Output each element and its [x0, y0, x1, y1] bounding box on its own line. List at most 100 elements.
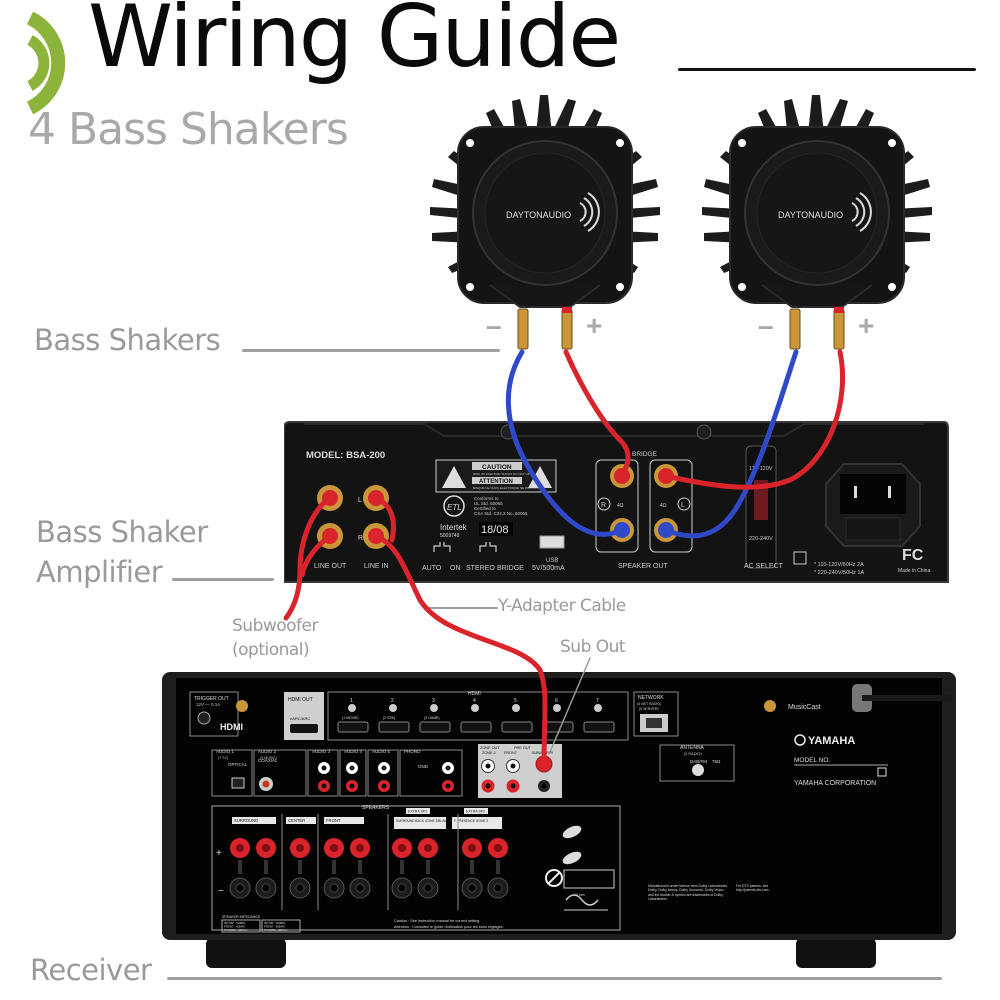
- hdmi-out-sub: eARC/ARC: [290, 716, 310, 721]
- speaker-terminal-pair[interactable]: [391, 838, 413, 899]
- hdmi-input-num: 1: [350, 698, 353, 704]
- amp-attention: ATTENTION: [479, 479, 513, 485]
- speaker-terminal-pair[interactable]: [289, 838, 311, 899]
- optical-port[interactable]: [231, 777, 245, 789]
- pre-out-subwoofer-label: SUBWOOFER: [532, 751, 554, 755]
- switch-on-label: ON: [450, 565, 461, 572]
- page-title: Wiring Guide: [88, 0, 621, 87]
- audio-group-box: [211, 749, 253, 797]
- speaker-out-r-minus[interactable]: [610, 518, 634, 542]
- amp-conforms-3: Certified to: [474, 506, 496, 511]
- network-sub2: (5 SERVER): [639, 707, 659, 711]
- hdmi-input-7[interactable]: [583, 704, 615, 733]
- dab-fm-connector[interactable]: [692, 764, 704, 776]
- hdmi-logo: HDMI: [220, 722, 243, 732]
- speaker-terminal-pair[interactable]: [417, 838, 439, 899]
- zone2-out-l[interactable]: [481, 759, 495, 773]
- audio-group-label: AUDIO 5: [372, 749, 391, 754]
- yamaha-tuning-fork-icon: [794, 734, 806, 746]
- impedance-title: SPEAKER IMPEDANCE: [222, 915, 261, 919]
- zone2-out-r[interactable]: [481, 779, 495, 793]
- pre-out-subwoofer-2[interactable]: [537, 779, 551, 793]
- bass-shaker-amplifier: MODEL: BSA-200 L R LINE OUT LINE IN CAUT…: [284, 421, 949, 583]
- audio-group-label: AUDIO 1: [216, 749, 235, 754]
- antenna-label: ANTENNA: [680, 745, 705, 751]
- rca-line-in-r[interactable]: [363, 523, 389, 549]
- hdmi-input-num: 5: [514, 698, 517, 704]
- pre-out-front-l[interactable]: [506, 759, 520, 773]
- speaker-terminal-pair[interactable]: [461, 838, 483, 899]
- speaker-out-r-plus[interactable]: [610, 464, 634, 488]
- audio-group-box: [307, 749, 339, 797]
- daytonaudio-logo-icon: [579, 192, 600, 232]
- amp-conforms-1: Conforms to: [474, 496, 499, 501]
- hdmi-input-num: 6: [555, 698, 558, 704]
- rca-input-l[interactable]: [442, 762, 454, 774]
- ac-select-switch[interactable]: [754, 480, 768, 520]
- impedance-2-a: SP IMP. : 8ΩMIN.: [264, 921, 286, 925]
- speaker-out-l-label: L: [681, 502, 685, 509]
- rca-input-r[interactable]: [442, 780, 454, 792]
- speaker-terminal-pair[interactable]: [487, 838, 509, 899]
- coaxial-label: COAXIAL: [258, 758, 278, 763]
- speakers-plus-sign: +: [216, 848, 222, 859]
- speaker-terminal-pair[interactable]: [229, 838, 251, 899]
- made-in: Made in China: [898, 568, 930, 574]
- trigger-jack[interactable]: [197, 711, 211, 725]
- label-amplifier-line1: Bass Shaker: [36, 515, 208, 549]
- speaker-out-r-label: R: [601, 502, 606, 509]
- pre-out-front-r[interactable]: [506, 779, 520, 793]
- hdmi-input-num: 2: [391, 698, 394, 704]
- wifi-antenna-connector[interactable]: [236, 700, 248, 712]
- title-rule: [678, 68, 976, 71]
- shaker-2-brand: DAYTONAUDIO: [778, 210, 843, 220]
- speaker-group-label: CENTER: [288, 818, 305, 823]
- switch-stereo-label: STEREO: [466, 565, 495, 572]
- coaxial-jack[interactable]: [259, 777, 273, 791]
- impedance-1-a: SP IMP. : 6ΩMIN.: [224, 921, 246, 925]
- rca-input-l[interactable]: [318, 762, 330, 774]
- speaker-terminal-pair[interactable]: [323, 838, 345, 899]
- rca-line-out-l[interactable]: [317, 485, 343, 511]
- amp-model: MODEL: BSA-200: [306, 450, 385, 461]
- speaker-group-tag: [394, 817, 446, 829]
- pre-out-label: PRE OUT: [514, 746, 532, 750]
- amp-conforms-2: UL Std. 60065: [474, 501, 503, 506]
- amp-date-code: 18/08: [481, 524, 509, 536]
- rca-input-r[interactable]: [346, 780, 358, 792]
- rca-input-l[interactable]: [346, 762, 358, 774]
- bass-shaker-2: DAYTONAUDIO – +: [701, 95, 933, 350]
- hdmi-group-label: HDMI: [468, 691, 481, 697]
- label-sub-out: Sub Out: [560, 637, 626, 657]
- dab-fm-label: DAB/FM: [690, 759, 707, 764]
- pre-out-subwoofer-1[interactable]: [535, 755, 553, 773]
- speaker-out-l-plus[interactable]: [654, 464, 678, 488]
- hdmi-input-1[interactable]: [337, 704, 369, 733]
- rca-input-r[interactable]: [378, 780, 390, 792]
- hdmi-input-num: 3: [432, 698, 435, 704]
- rca-input-l[interactable]: [378, 762, 390, 774]
- speaker-group-tag: [324, 817, 364, 824]
- receiver-foot-right: [796, 938, 876, 968]
- speaker-terminal-pair[interactable]: [255, 838, 277, 899]
- electric-shock-warning-icon: [442, 466, 466, 488]
- ohm75-label: 75Ω: [712, 759, 721, 764]
- rca-input-r[interactable]: [318, 780, 330, 792]
- impedance-2-c: OTHERS : 8ΩMIN.: [264, 928, 288, 932]
- etl-logo-icon: [443, 495, 465, 517]
- amp-rating-1: * 110-120V/60Hz 2A: [814, 562, 864, 568]
- rca-line-out-r[interactable]: [317, 523, 343, 549]
- usb-port[interactable]: [539, 535, 565, 549]
- amp-intertek: Intertek: [440, 523, 468, 532]
- hdmi-out-port[interactable]: [290, 724, 318, 733]
- strip-length-label: 10 mm: [574, 893, 585, 897]
- rca-line-in-l[interactable]: [363, 485, 389, 511]
- speaker-out-l-minus[interactable]: [654, 518, 678, 542]
- iec-power-inlet[interactable]: [840, 474, 906, 514]
- switch-auto-label: AUTO: [422, 565, 442, 572]
- dts-patent-text: For DTS patents, see http://patents.dts.…: [736, 884, 770, 893]
- musiccast-antenna-connector[interactable]: [764, 700, 776, 712]
- model-no-label: MODEL NO.: [794, 757, 830, 764]
- speaker-terminal-pair[interactable]: [349, 838, 371, 899]
- amp-caution-sub: RISK OF ELECTRIC SHOCK DO NOT OPEN: [473, 472, 534, 476]
